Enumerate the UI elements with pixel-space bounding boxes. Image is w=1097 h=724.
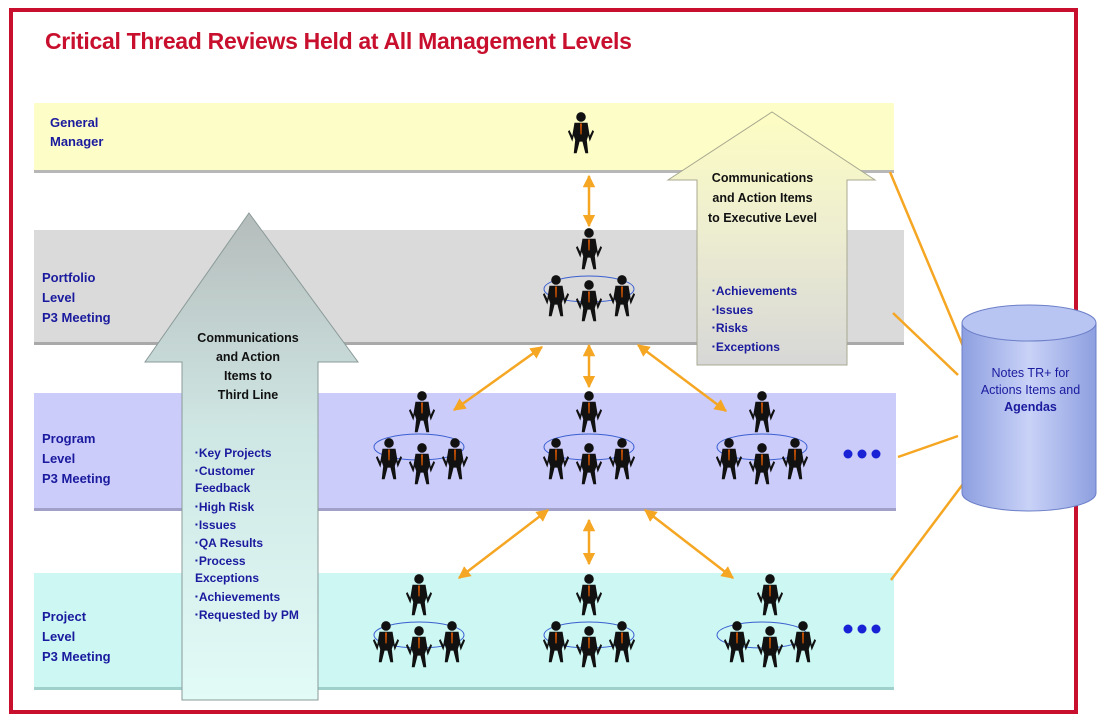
executive-list-item: Issues xyxy=(712,301,797,320)
person-figure xyxy=(723,621,751,663)
person-figure xyxy=(608,275,636,317)
executive-list-item: Achievements xyxy=(712,282,797,301)
third-line-items-list: Key ProjectsCustomer FeedbackHigh RiskIs… xyxy=(195,444,305,624)
database-cylinder xyxy=(961,304,1097,512)
more-programs-dot xyxy=(843,449,853,459)
third-line-list-item: Issues xyxy=(195,516,305,534)
executive-arrow-heading: Communications and Action Items to Execu… xyxy=(707,171,818,225)
database-label-line1: Notes TR+ for xyxy=(991,366,1070,380)
person-figure xyxy=(405,574,433,616)
connector-gm-db xyxy=(888,171,970,359)
third-line-list-item: Achievements xyxy=(195,588,305,606)
more-projects-dot xyxy=(857,624,867,634)
program-level-band xyxy=(34,393,896,511)
project-level-band xyxy=(34,573,894,690)
portfolio-level-label: Portfolio Level P3 Meeting xyxy=(42,270,111,325)
executive-items-list: AchievementsIssuesRisksExceptions xyxy=(712,282,797,356)
person-figure xyxy=(408,391,436,433)
connector-portfolio-program-right xyxy=(637,344,727,412)
connector-project-db xyxy=(890,483,964,581)
connector-portfolio-program-left xyxy=(452,345,544,412)
person-figure xyxy=(789,621,817,663)
connector-program-project-right xyxy=(644,509,734,579)
connector-program-db xyxy=(897,434,959,459)
person-figure xyxy=(608,621,636,663)
third-line-list-item: Customer Feedback xyxy=(195,462,305,497)
more-programs-dot xyxy=(857,449,867,459)
person-figure xyxy=(575,391,603,433)
person-figure xyxy=(542,621,570,663)
person-figure xyxy=(441,438,469,480)
third-line-list-item: High Risk xyxy=(195,498,305,516)
third-line-list-item: Key Projects xyxy=(195,444,305,462)
third-line-list-item: Requested by PM xyxy=(195,606,305,624)
connector-portfolio-db xyxy=(892,312,959,376)
general-manager-label: General Manager xyxy=(50,115,104,149)
program-level-label: Program Level P3 Meeting xyxy=(42,431,111,486)
person-figure xyxy=(748,391,776,433)
person-figure xyxy=(575,626,603,668)
database-label-line3: Agendas xyxy=(1004,400,1057,414)
more-projects-dot xyxy=(871,624,881,634)
person-figure xyxy=(748,443,776,485)
person-figure xyxy=(608,438,636,480)
person-figure xyxy=(542,275,570,317)
person-figure xyxy=(542,438,570,480)
page-title: Critical Thread Reviews Held at All Mana… xyxy=(45,28,632,54)
database-label: Notes TR+ for Actions Items and Agendas xyxy=(963,365,1097,416)
project-level-label: Project Level P3 Meeting xyxy=(42,609,111,664)
more-programs-dot xyxy=(871,449,881,459)
connector-program-project-left xyxy=(458,509,549,579)
person-figure xyxy=(575,574,603,616)
person-figure xyxy=(575,443,603,485)
database-label-line2: Actions Items and xyxy=(980,383,1081,397)
person-figure xyxy=(756,574,784,616)
person-figure xyxy=(575,280,603,322)
executive-list-item: Risks xyxy=(712,319,797,338)
more-projects-dot xyxy=(843,624,853,634)
person-figure xyxy=(372,621,400,663)
person-figure xyxy=(567,112,595,154)
person-figure xyxy=(715,438,743,480)
person-figure xyxy=(408,443,436,485)
executive-list-item: Exceptions xyxy=(712,338,797,357)
person-figure xyxy=(781,438,809,480)
person-figure xyxy=(575,228,603,270)
third-line-list-item: Process Exceptions xyxy=(195,552,305,587)
third-line-arrow-heading: Communications and Action Items to Third… xyxy=(197,331,299,402)
person-figure xyxy=(405,626,433,668)
third-line-list-item: QA Results xyxy=(195,534,305,552)
person-figure xyxy=(438,621,466,663)
